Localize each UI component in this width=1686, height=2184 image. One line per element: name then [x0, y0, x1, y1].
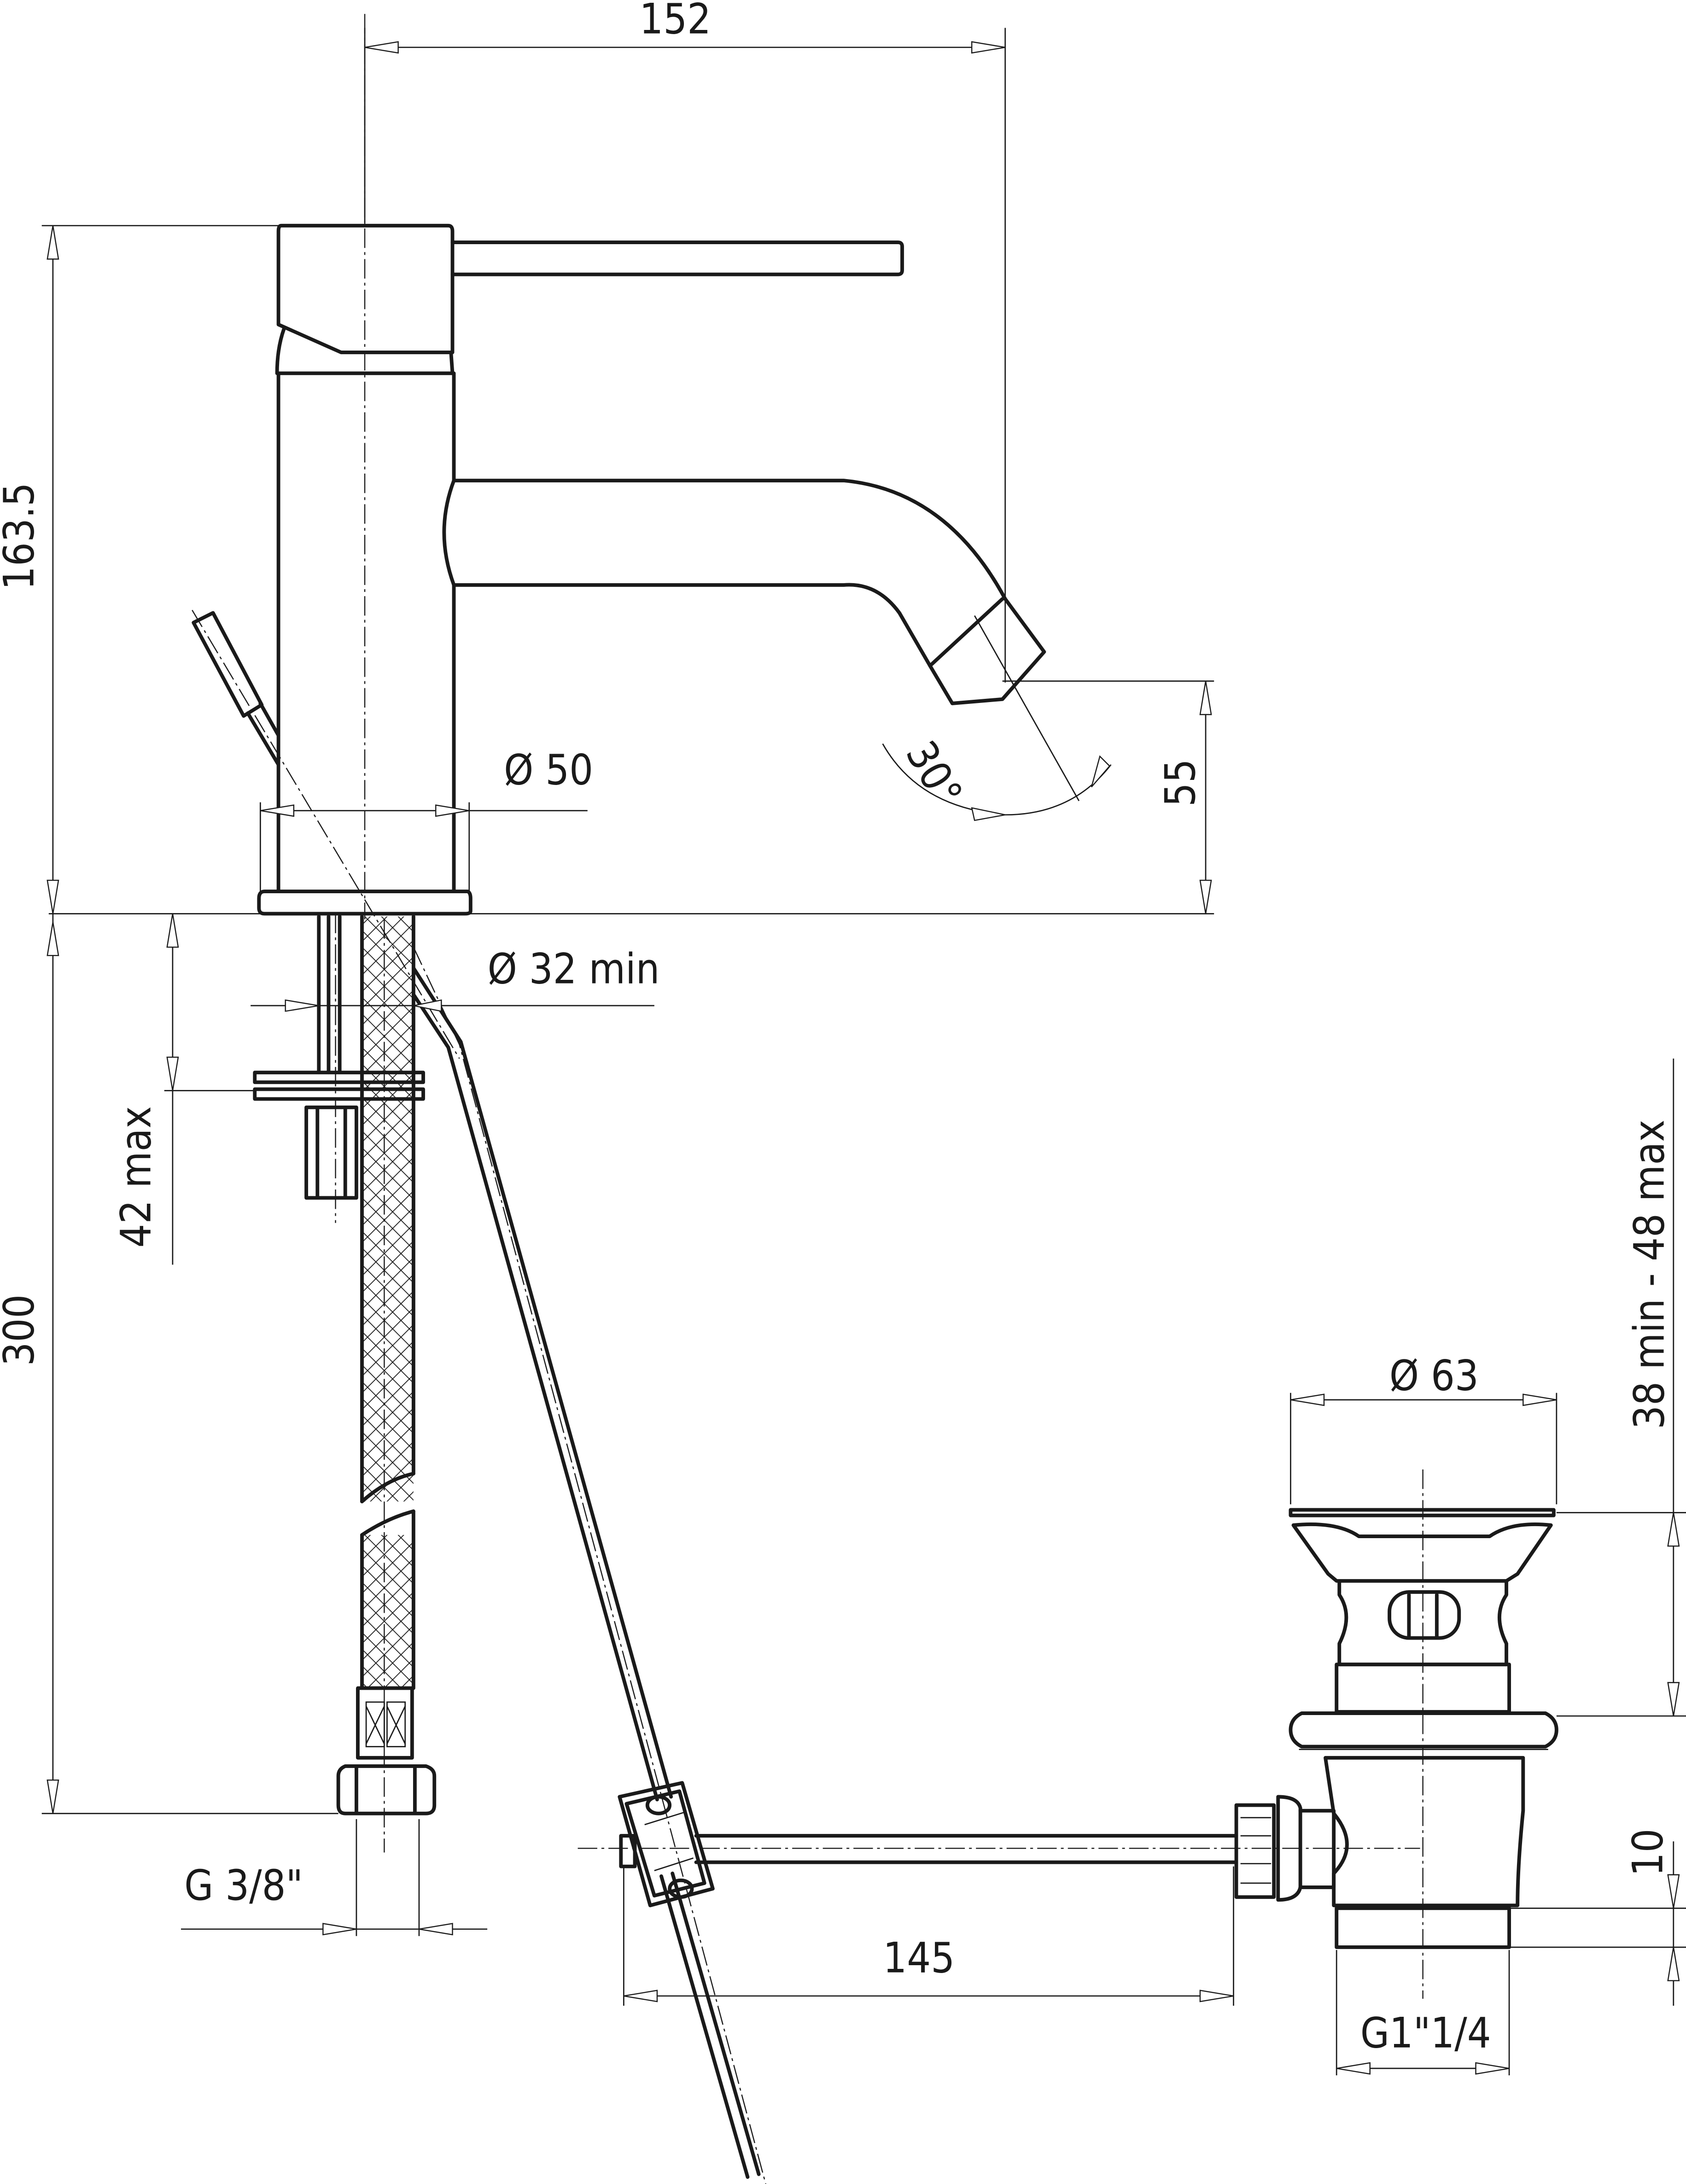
pop-up-knob: [192, 609, 460, 1059]
svg-text:145: 145: [883, 1934, 955, 1982]
horizontal-rod: [578, 1834, 1420, 1864]
flexible-hose: [360, 914, 415, 1853]
dim-hole-diameter: Ø 32 min: [251, 945, 660, 1012]
threaded-stud: [317, 913, 342, 1223]
mixer-body: [257, 223, 1046, 916]
svg-text:152: 152: [639, 0, 711, 44]
pop-up-rod: [411, 947, 766, 2184]
svg-text:55: 55: [1156, 759, 1205, 807]
dim-waste-tail: 10: [1509, 1828, 1686, 2006]
svg-text:Ø 63: Ø 63: [1389, 1352, 1479, 1400]
lever-handle: [450, 240, 904, 276]
svg-text:G 3/8": G 3/8": [184, 1862, 303, 1910]
svg-text:G1"1/4: G1"1/4: [1360, 2009, 1491, 2058]
dim-waste-diameter: Ø 63: [1290, 1352, 1558, 1505]
dim-deck-thickness: 42 max: [112, 913, 255, 1265]
svg-text:42 max: 42 max: [112, 1106, 161, 1247]
dim-body-diameter: Ø 50: [259, 746, 593, 892]
hose-end-fitting: [336, 1686, 437, 1815]
svg-text:Ø 50: Ø 50: [504, 746, 593, 794]
dim-overall-height: 163.5: [0, 225, 279, 914]
svg-text:163.5: 163.5: [0, 482, 44, 590]
svg-text:38 min - 48 max: 38 min - 48 max: [1626, 1119, 1674, 1429]
svg-text:10: 10: [1624, 1828, 1673, 1876]
svg-text:Ø 32 min: Ø 32 min: [488, 945, 660, 994]
dim-hose-length: 300: [0, 913, 338, 1815]
svg-text:30°: 30°: [896, 733, 971, 815]
washers: [253, 1071, 425, 1101]
mounting-nut: [304, 1105, 358, 1200]
svg-text:300: 300: [0, 1294, 44, 1366]
dim-waste-thread: G1"1/4: [1336, 1950, 1510, 2076]
dim-waste-range: 38 min - 48 max: [1556, 1058, 1686, 1717]
dim-hose-thread: G 3/8": [181, 1819, 488, 1936]
linkage-clevis: [618, 1781, 715, 1908]
dim-overall-width: 152: [364, 0, 1006, 683]
dim-spout-height: 55: [1002, 680, 1214, 914]
waste-valve: [1234, 1469, 1558, 1999]
dim-rod-length: 145: [623, 1866, 1234, 2006]
spout: [442, 479, 1046, 705]
